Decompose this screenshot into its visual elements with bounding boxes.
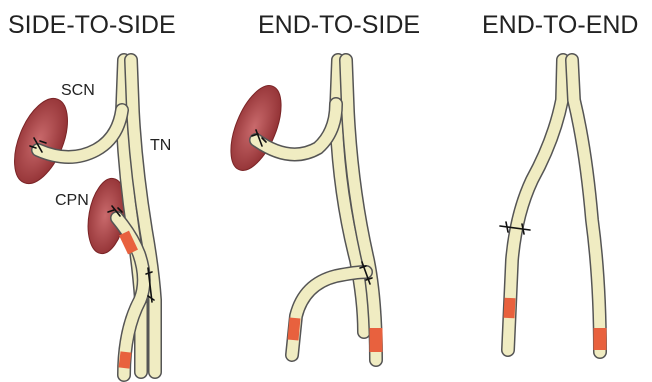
panel-end-to-end [500,60,600,352]
panel-title-end-to-side: END-TO-SIDE [258,11,420,39]
panel-title-end-to-end: END-TO-END [482,11,638,39]
stump-e2e-left [509,298,510,318]
e2e-strand-right [572,60,600,352]
panel-title-side-to-side: SIDE-TO-SIDE [8,11,176,39]
label-cpn: CPN [55,192,89,209]
panel-end-to-side [221,60,376,360]
label-scn: SCN [61,82,95,99]
label-tn: TN [150,137,171,154]
panel-side-to-side: SCN TN CPN [4,60,172,375]
stump-cpn-lower [124,352,126,368]
stump-branch [293,318,295,340]
muscle-end-to-side [221,79,292,177]
